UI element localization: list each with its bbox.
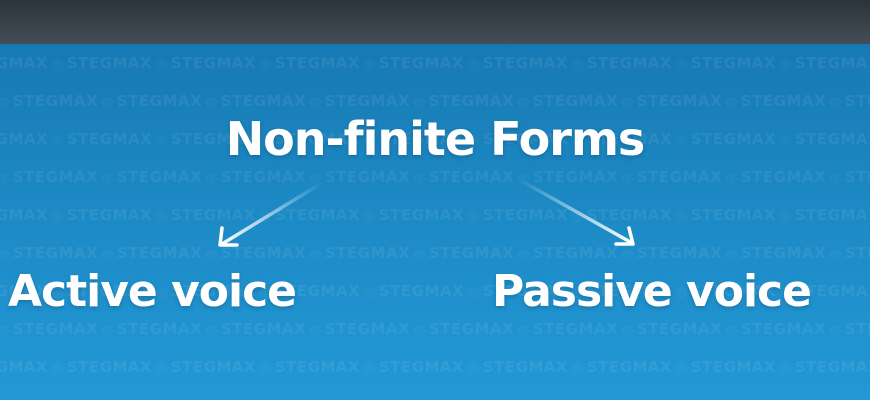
left-arrow bbox=[218, 181, 324, 247]
top-bar bbox=[0, 0, 870, 44]
root-node-label: Non-finite Forms bbox=[225, 112, 646, 166]
child-node-active-voice: Active voice bbox=[8, 266, 297, 317]
right-arrow bbox=[516, 177, 635, 246]
child-node-passive-voice: Passive voice bbox=[492, 266, 812, 317]
